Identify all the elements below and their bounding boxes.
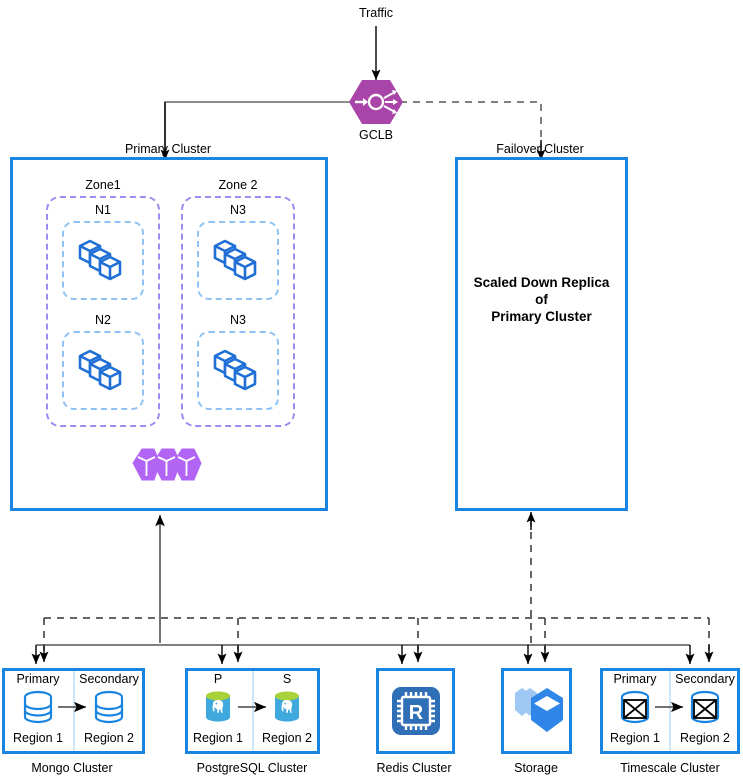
failover-body-line3: Primary Cluster bbox=[491, 309, 592, 324]
gclb-icon bbox=[348, 78, 404, 126]
failover-body-line1: Scaled Down Replica bbox=[473, 275, 610, 290]
mongo-divider bbox=[73, 671, 75, 751]
mongo-secondary-title: Secondary bbox=[79, 672, 139, 686]
node-n1-box bbox=[62, 221, 144, 300]
redis-chip-icon: R bbox=[386, 678, 446, 744]
postgresql-elephant-icon bbox=[201, 690, 235, 724]
failover-cluster-label: Failover Cluster bbox=[496, 142, 584, 156]
mongo-cluster-caption: Mongo Cluster bbox=[31, 761, 113, 775]
postgresql-divider bbox=[252, 671, 254, 751]
timescale-db-icon bbox=[687, 690, 723, 724]
mongo-primary-region: Region 1 bbox=[12, 731, 64, 745]
svg-text:R: R bbox=[409, 702, 424, 724]
postgresql-elephant-icon bbox=[270, 690, 304, 724]
timescale-primary-title: Primary bbox=[613, 672, 657, 686]
primary-cluster-label: Primary Cluster bbox=[124, 142, 212, 156]
mongo-primary-title: Primary bbox=[16, 672, 60, 686]
node-n2-box bbox=[62, 331, 144, 410]
timescale-secondary-title: Secondary bbox=[675, 672, 735, 686]
mongo-db-icon bbox=[91, 690, 127, 724]
node-n1-label: N1 bbox=[95, 203, 111, 217]
hexagon-pods-icon bbox=[128, 446, 208, 486]
node-n2-label: N2 bbox=[95, 313, 111, 327]
timescale-divider bbox=[669, 671, 671, 751]
failover-body-line2: of bbox=[535, 292, 548, 307]
cube-stack-icon bbox=[72, 342, 134, 398]
node-n3a-box bbox=[197, 221, 279, 300]
zone2-label: Zone 2 bbox=[218, 178, 258, 192]
node-n3a-label: N3 bbox=[230, 203, 246, 217]
timescale-cluster-caption: Timescale Cluster bbox=[620, 761, 720, 775]
gclb-label: GCLB bbox=[358, 128, 394, 142]
storage-boxes-icon bbox=[505, 680, 569, 742]
node-n3b-label: N3 bbox=[230, 313, 246, 327]
cube-stack-icon bbox=[207, 232, 269, 288]
storage-caption: Storage bbox=[514, 761, 558, 775]
redis-cluster-caption: Redis Cluster bbox=[376, 761, 452, 775]
timescale-secondary-region: Region 2 bbox=[679, 731, 731, 745]
postgresql-secondary-title: S bbox=[282, 672, 292, 686]
postgresql-cluster-caption: PostgreSQL Cluster bbox=[196, 761, 308, 775]
postgresql-secondary-region: Region 2 bbox=[261, 731, 313, 745]
mongo-db-icon bbox=[20, 690, 56, 724]
node-n3b-box bbox=[197, 331, 279, 410]
timescale-db-icon bbox=[617, 690, 653, 724]
mongo-secondary-region: Region 2 bbox=[83, 731, 135, 745]
postgresql-primary-title: P bbox=[213, 672, 223, 686]
zone2-box bbox=[181, 196, 295, 427]
traffic-label: Traffic bbox=[358, 6, 394, 20]
timescale-primary-region: Region 1 bbox=[609, 731, 661, 745]
cube-stack-icon bbox=[207, 342, 269, 398]
zone1-box bbox=[46, 196, 160, 427]
cube-stack-icon bbox=[72, 232, 134, 288]
failover-cluster-box: Scaled Down Replica of Primary Cluster bbox=[455, 157, 628, 511]
zone1-label: Zone1 bbox=[85, 178, 121, 192]
postgresql-primary-region: Region 1 bbox=[192, 731, 244, 745]
